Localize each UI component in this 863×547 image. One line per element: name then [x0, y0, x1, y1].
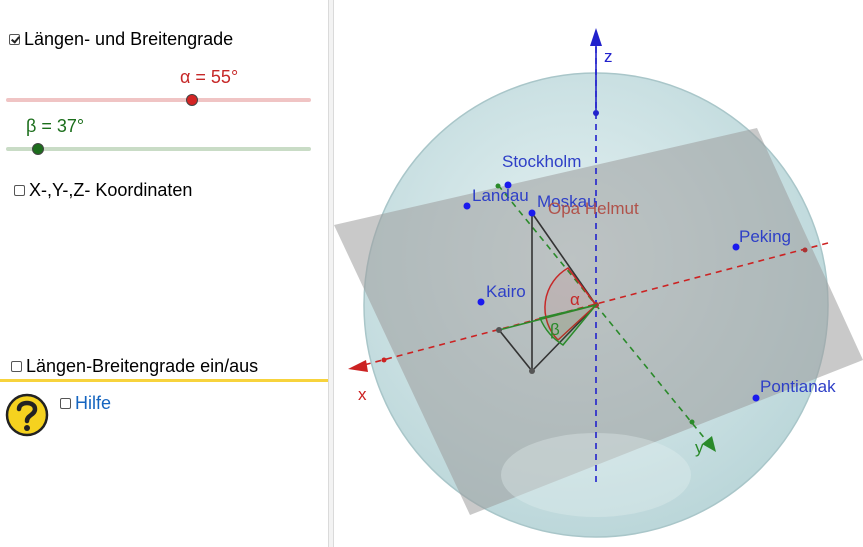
- alpha-angle-arc: [544, 267, 598, 342]
- alpha-slider-label: α = 55°: [180, 67, 239, 87]
- city-point: [732, 243, 740, 251]
- checkbox-grid-lines-row[interactable]: Längen- und Breitengrade: [9, 29, 233, 50]
- city-label: Moskau: [537, 192, 597, 211]
- projection-edge: [498, 329, 533, 372]
- city-landau[interactable]: Landau: [463, 186, 529, 210]
- city-pontianak[interactable]: Pontianak: [752, 377, 837, 402]
- beta-slider-track[interactable]: [6, 147, 311, 151]
- z-axis-point: [593, 110, 599, 116]
- city-point: [477, 298, 485, 306]
- x-axis-neg-point: [802, 247, 808, 253]
- help-checkbox[interactable]: [60, 398, 71, 409]
- city-label: Landau: [472, 186, 529, 205]
- equatorial-plane: [334, 128, 863, 515]
- city-peking[interactable]: Peking: [732, 227, 791, 251]
- city-moskau[interactable]: Moskau: [528, 192, 597, 217]
- xyz-coordinates-label: X-,Y-,Z- Koordinaten: [29, 180, 193, 200]
- city-label: Kairo: [486, 282, 526, 301]
- panel-splitter[interactable]: [328, 0, 334, 547]
- city-point: [504, 181, 512, 189]
- city-label: Stockholm: [502, 152, 581, 171]
- x-axis-arrow-icon: [348, 360, 368, 372]
- city-stockholm[interactable]: Stockholm: [502, 152, 581, 189]
- question-mark-icon[interactable]: [5, 393, 49, 437]
- y-axis-neg-point: [495, 183, 501, 189]
- beta-angle-label: β: [550, 320, 560, 339]
- beta-slider-label: β = 37°: [26, 116, 85, 136]
- help-label: Hilfe: [75, 393, 112, 413]
- section-divider: [0, 379, 328, 382]
- z-axis-arrow-icon: [590, 28, 602, 46]
- x-axis: [359, 242, 829, 367]
- base-point: [529, 368, 535, 374]
- checkbox-xyz-row[interactable]: X-,Y-,Z- Koordinaten: [14, 180, 192, 201]
- sphere-reflection: [501, 433, 691, 517]
- alpha-slider-track[interactable]: [6, 98, 311, 102]
- city-label: Peking: [739, 227, 791, 246]
- person-label: Opa Helmut: [548, 199, 639, 218]
- checkbox-toggle-row[interactable]: Längen-Breitengrade ein/aus: [11, 356, 258, 377]
- projection-point: [496, 327, 502, 333]
- toggle-grid-checkbox[interactable]: [11, 361, 22, 372]
- y-axis: [497, 184, 711, 446]
- toggle-grid-label: Längen-Breitengrade ein/aus: [26, 356, 259, 376]
- z-axis-label: z: [604, 47, 613, 66]
- base-line: [531, 304, 597, 372]
- city-point: [463, 202, 471, 210]
- x-axis-label: x: [358, 385, 367, 404]
- city-point: [528, 209, 536, 217]
- beta-slider-thumb[interactable]: [32, 143, 44, 155]
- 3d-graphics-view[interactable]: z x y α β Stockholm Landau Moskau Peking…: [334, 0, 863, 547]
- y-axis-arrow-icon: [702, 436, 716, 452]
- grid-lines-label: Längen- und Breitengrade: [24, 29, 234, 49]
- city-label: Pontianak: [760, 377, 836, 396]
- x-axis-point: [381, 357, 387, 363]
- control-panel: Längen- und Breitengrade α = 55° β = 37°…: [0, 0, 328, 547]
- alpha-angle-label: α: [570, 290, 580, 309]
- city-kairo[interactable]: Kairo: [477, 282, 526, 306]
- y-axis-label: y: [695, 438, 704, 457]
- xyz-coordinates-checkbox[interactable]: [14, 185, 25, 196]
- beta-angle-arc: [538, 303, 598, 346]
- city-point: [752, 394, 760, 402]
- alpha-slider-thumb[interactable]: [186, 94, 198, 106]
- grid-lines-checkbox[interactable]: [9, 34, 20, 45]
- y-axis-point: [689, 419, 695, 425]
- checkbox-help-row[interactable]: Hilfe: [60, 393, 111, 414]
